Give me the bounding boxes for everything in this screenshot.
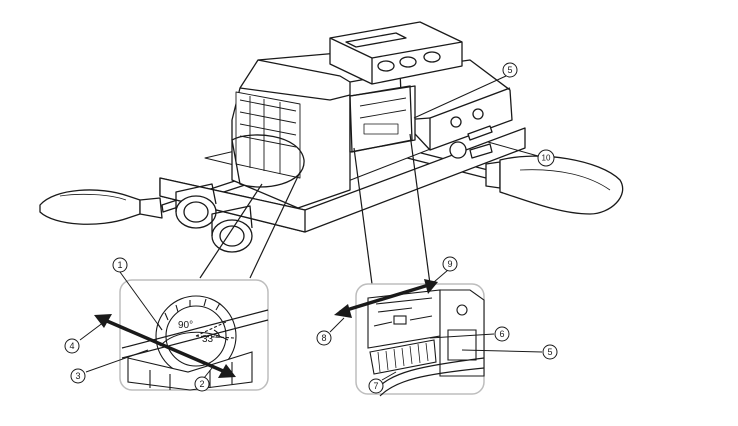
left-detail-circle [231, 134, 305, 188]
detail-leaders [199, 133, 431, 285]
callout-7-label: 7 [373, 381, 378, 391]
display-module [329, 21, 463, 85]
callout-1-label: 1 [117, 260, 122, 270]
callout-7-circle [368, 378, 384, 394]
callout-5-bottom-circle [542, 344, 558, 360]
callout-6-circle [494, 326, 510, 342]
callout-10-circle [537, 149, 555, 167]
callout-8-label: 8 [321, 333, 326, 343]
left-callout-leaders [79, 271, 213, 379]
device-assembly [39, 21, 624, 253]
callout-1-circle [112, 257, 128, 273]
right-slide-arrow [334, 279, 438, 318]
cable-gland-left [175, 183, 217, 229]
callout-leaders-top [413, 75, 539, 157]
callout-2-label: 2 [199, 379, 204, 389]
callout-3-label: 3 [75, 371, 80, 381]
right-detail-view [334, 279, 485, 397]
callout-10-label: 10 [542, 154, 551, 163]
callout-2-circle [194, 376, 210, 392]
callout-4-circle [64, 338, 80, 354]
coding-panel [349, 85, 416, 153]
callout-5-bottom-label: 5 [547, 347, 552, 357]
callout-5-top-circle [502, 62, 518, 78]
callout-3-circle [70, 368, 86, 384]
right-detail-circle [349, 85, 413, 153]
callout-4-label: 4 [69, 341, 74, 351]
left-detail-view: 90° 33° [94, 279, 269, 391]
callout-6-label: 6 [499, 329, 504, 339]
angle-90-label: 90° [178, 320, 193, 331]
right-callout-leaders [329, 269, 543, 381]
left-rotation-arrow [94, 314, 236, 378]
angle-33-label: 33° [202, 334, 217, 345]
callout-9-label: 9 [447, 259, 452, 269]
callout-5-top-label: 5 [507, 65, 512, 75]
callout-9-circle [442, 256, 458, 272]
callout-8-circle [316, 330, 332, 346]
